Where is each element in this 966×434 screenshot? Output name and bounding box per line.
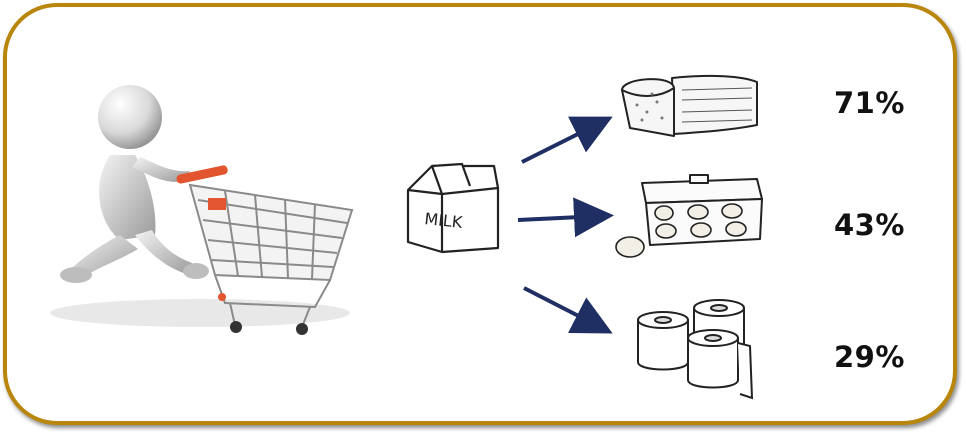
arrow-to-eggs bbox=[517, 197, 614, 238]
toilet-paper-percentage: 29% bbox=[834, 340, 905, 374]
association-arrows bbox=[517, 116, 614, 334]
person-with-shopping-cart-icon bbox=[50, 85, 354, 335]
milk-carton-icon: MILK bbox=[406, 162, 500, 254]
arrow-to-bread bbox=[521, 116, 613, 164]
arrow-to-toilet-paper bbox=[523, 286, 613, 334]
milk-label: MILK bbox=[424, 209, 464, 232]
bread-percentage: 71% bbox=[834, 86, 905, 120]
bread-icon bbox=[621, 74, 758, 137]
egg-carton-icon bbox=[615, 174, 763, 258]
eggs-percentage: 43% bbox=[834, 208, 905, 242]
toilet-paper-icon bbox=[637, 299, 754, 400]
